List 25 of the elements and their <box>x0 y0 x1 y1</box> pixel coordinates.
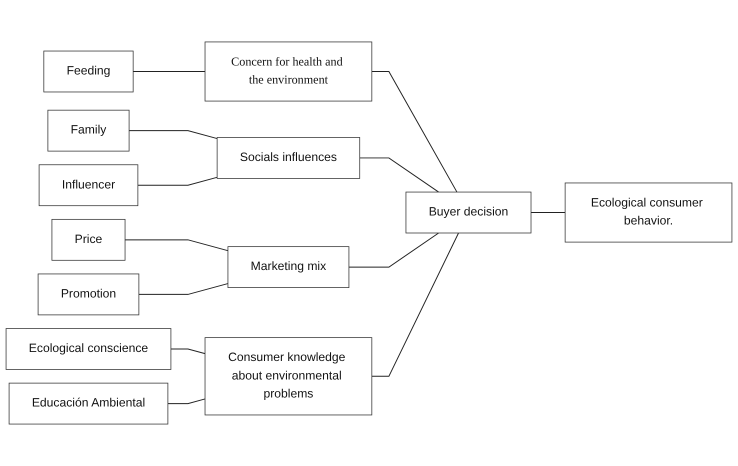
node-box: Consumer knowledge about environmental problems <box>204 337 372 416</box>
connector <box>132 71 206 72</box>
connector <box>371 71 458 193</box>
connector <box>138 283 228 295</box>
node-box: Promotion <box>38 274 140 316</box>
connector <box>371 232 460 377</box>
connector <box>359 157 440 193</box>
connector <box>128 130 218 140</box>
node-box: Socials influences <box>216 137 360 179</box>
connector <box>167 398 206 404</box>
node-box: Influencer <box>38 164 138 206</box>
connector <box>530 212 566 214</box>
node-box: Buyer decision <box>406 192 532 234</box>
connector <box>348 232 440 268</box>
node-box: Price <box>52 218 126 261</box>
connector <box>124 239 228 252</box>
node-box: Ecological conscience <box>6 328 172 370</box>
node-box: Marketing mix <box>228 246 350 288</box>
node-box: Feeding <box>43 50 134 92</box>
node-box: Ecological consumer behavior. <box>564 182 732 242</box>
connector <box>137 176 218 186</box>
connector <box>170 348 206 354</box>
node-box: Educación Ambiental <box>8 382 168 424</box>
node-box: Concern for health and the environment <box>204 42 372 102</box>
node-box: Family <box>48 110 130 152</box>
